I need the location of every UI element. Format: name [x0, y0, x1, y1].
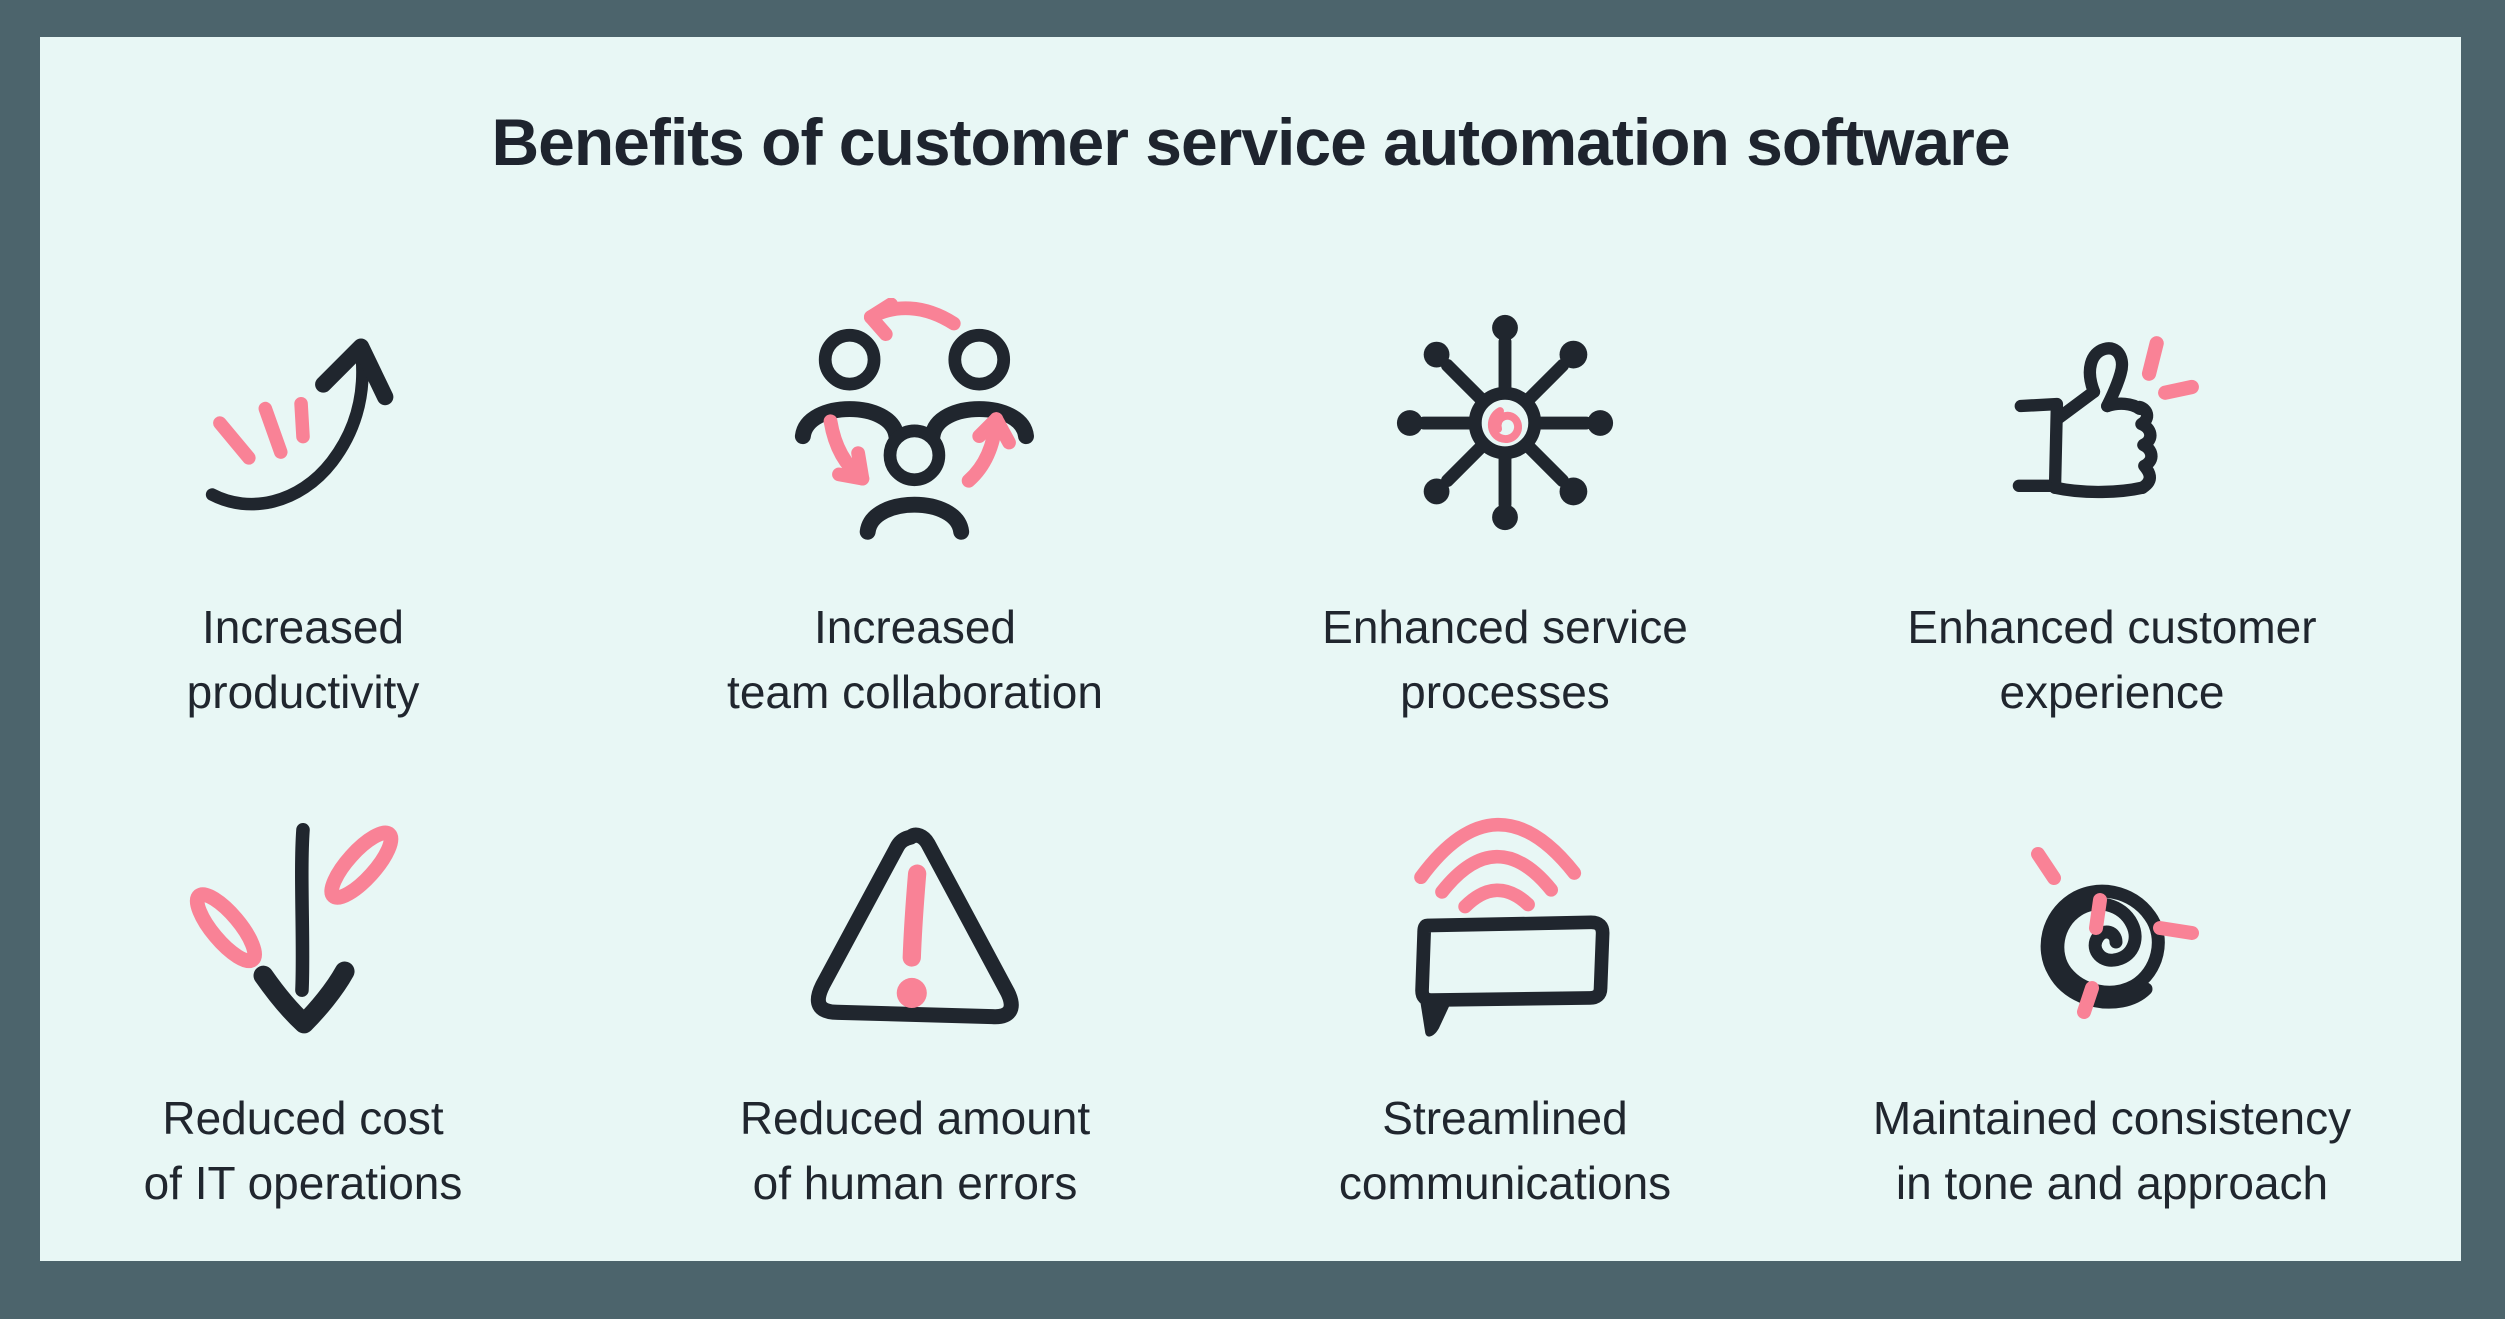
benefit-label: Enhanced customer experience: [1907, 595, 2316, 725]
icon-box: [23, 810, 583, 1062]
benefit-item-reduced-cost: Reduced cost of IT operations: [23, 810, 583, 1216]
icon-box: [1832, 299, 2392, 551]
benefit-item-consistency: Maintained consistency in tone and appro…: [1832, 810, 2392, 1216]
team-cycle-icon: [794, 297, 1034, 540]
benefit-item-service-processes: Enhanced service processes: [1225, 299, 1785, 725]
benefit-label-line2: communications: [1338, 1157, 1672, 1209]
benefit-label-line2: experience: [1999, 666, 2225, 718]
benefit-label: Increased productivity: [187, 595, 420, 725]
benefit-label-line1: Streamlined: [1382, 1092, 1628, 1144]
icon-box: [635, 297, 1195, 551]
benefit-label: Reduced amount of human errors: [740, 1086, 1090, 1216]
benefit-label-line2: productivity: [186, 666, 420, 718]
benefit-label-line1: Increased: [201, 601, 404, 653]
benefit-label-line1: Enhanced customer: [1907, 601, 2317, 653]
benefit-item-streamlined-communications: Streamlined communications: [1225, 810, 1785, 1216]
benefit-label-line1: Reduced cost: [162, 1092, 444, 1144]
icon-box: [635, 810, 1195, 1062]
benefit-label-line2: team collaboration: [727, 666, 1103, 718]
benefit-label: Enhanced service processes: [1322, 595, 1688, 725]
growth-arrow-icon: [205, 338, 394, 511]
benefit-label-line1: Enhanced service: [1322, 601, 1688, 653]
benefit-label-line2: in tone and approach: [1895, 1157, 2329, 1209]
down-arrow-icon: [189, 822, 399, 1034]
benefit-item-human-errors: Reduced amount of human errors: [635, 810, 1195, 1216]
icon-box: [1832, 810, 2392, 1062]
icon-box: [1225, 299, 1785, 551]
benefit-label-line2: of human errors: [752, 1157, 1078, 1209]
benefit-item-productivity: Increased productivity: [23, 299, 583, 725]
benefit-label: Reduced cost of IT operations: [144, 1086, 463, 1216]
benefit-label: Increased team collaboration: [727, 595, 1103, 725]
warning-triangle-icon: [810, 827, 1019, 1025]
benefit-label: Maintained consistency in tone and appro…: [1873, 1086, 2351, 1216]
chat-signal-icon: [1414, 817, 1610, 1037]
benefit-item-customer-experience: Enhanced customer experience: [1832, 299, 2392, 725]
hub-network-icon: [1396, 314, 1614, 531]
icon-box: [23, 299, 583, 551]
benefit-item-collaboration: Increased team collaboration: [635, 297, 1195, 725]
benefit-label: Streamlined communications: [1339, 1086, 1671, 1216]
page-title: Benefits of customer service automation …: [491, 105, 2010, 179]
benefit-label-line1: Reduced amount: [739, 1092, 1091, 1144]
icon-box: [1225, 810, 1785, 1062]
benefit-label-line1: Maintained consistency: [1872, 1092, 2352, 1144]
spiral-icon: [2031, 847, 2199, 1019]
thumbs-up-icon: [2012, 336, 2199, 499]
benefit-label-line1: Increased: [813, 601, 1016, 653]
infographic-card: Benefits of customer service automation …: [40, 37, 2461, 1261]
benefit-label-line2: of IT operations: [143, 1157, 463, 1209]
benefit-label-line2: processes: [1400, 666, 1610, 718]
